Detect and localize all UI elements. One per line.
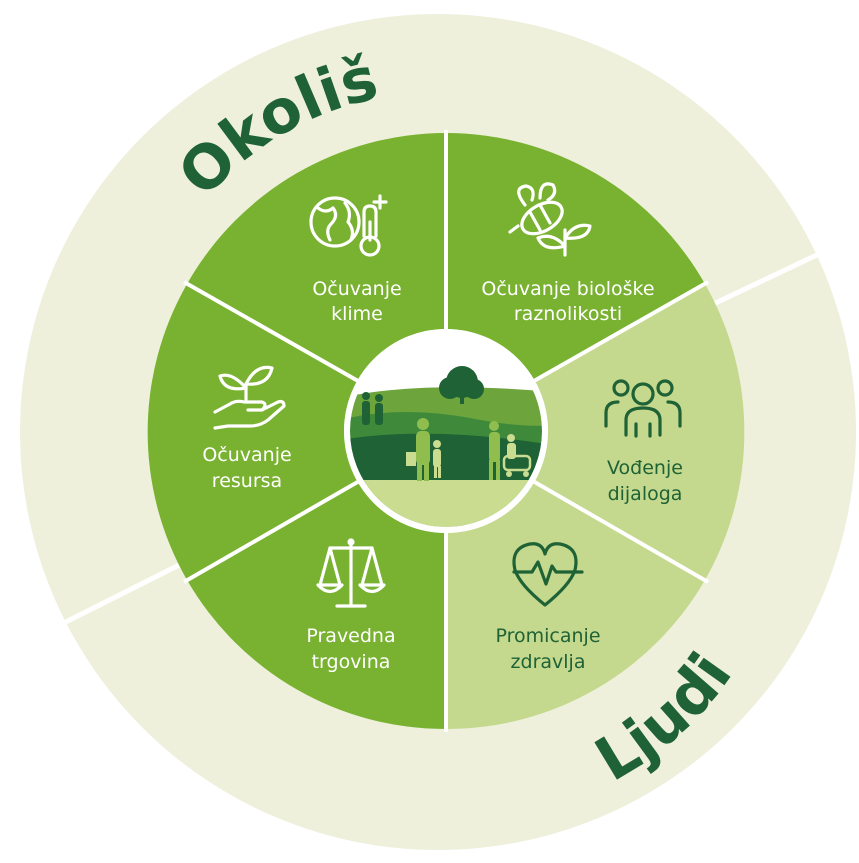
svg-text:resursa: resursa <box>212 470 282 492</box>
segment-label-health: Promicanje zdravlja <box>495 625 600 673</box>
people-group-icon <box>604 379 682 438</box>
svg-text:Očuvanje: Očuvanje <box>312 278 401 300</box>
balance-scale-icon <box>316 538 386 608</box>
center-landscape-image <box>350 335 542 527</box>
svg-text:raznolikosti: raznolikosti <box>514 303 622 325</box>
svg-text:klime: klime <box>331 303 383 325</box>
svg-text:zdravlja: zdravlja <box>511 651 586 673</box>
segment-label-resources: Očuvanje resursa <box>202 444 291 492</box>
heart-pulse-icon <box>512 542 584 607</box>
svg-text:Očuvanje: Očuvanje <box>202 444 291 466</box>
segment-label-fairtrade: Pravedna trgovina <box>306 625 395 673</box>
svg-text:trgovina: trgovina <box>312 651 391 673</box>
hand-sprout-icon <box>213 365 286 430</box>
svg-text:dijaloga: dijaloga <box>608 483 683 505</box>
bee-plant-icon <box>508 182 592 257</box>
svg-text:Očuvanje biološke: Očuvanje biološke <box>481 278 654 300</box>
segment-label-dialogue: Vođenje dijaloga <box>607 457 683 505</box>
segment-resources[interactable] <box>147 284 447 580</box>
svg-text:Vođenje: Vođenje <box>607 457 683 479</box>
globe-thermometer-icon <box>309 194 388 257</box>
segment-dialogue[interactable] <box>446 284 745 580</box>
svg-text:Promicanje: Promicanje <box>495 625 600 647</box>
svg-text:Pravedna: Pravedna <box>306 625 395 647</box>
segment-label-biodiversity: Očuvanje biološke raznolikosti <box>481 278 654 325</box>
segment-label-climate: Očuvanje klime <box>312 278 401 325</box>
